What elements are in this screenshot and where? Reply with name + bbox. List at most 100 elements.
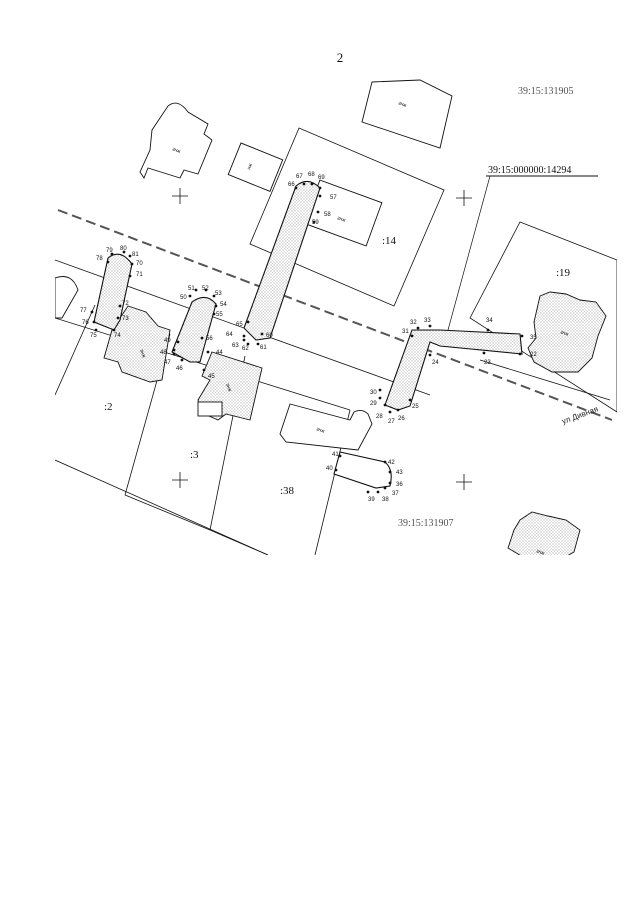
turning-point-label-78: 78 — [96, 256, 103, 262]
turning-point-65 — [246, 320, 250, 324]
turning-point-28 — [383, 403, 387, 407]
turning-point-label-55: 55 — [216, 312, 223, 318]
turning-point-50 — [188, 294, 192, 298]
parcel-3-south — [55, 459, 269, 555]
turning-point-29 — [378, 396, 382, 400]
turning-point-64 — [242, 334, 246, 338]
turning-point-39 — [366, 490, 370, 494]
contour-36-43 — [333, 451, 392, 489]
contour-22-35 — [384, 329, 523, 411]
turning-point-22 — [518, 352, 522, 356]
turning-point-51 — [194, 288, 198, 292]
building-parcel-19 — [527, 291, 607, 373]
turning-point-44 — [206, 350, 210, 354]
parcel-14-boundary — [249, 127, 445, 307]
turning-point-label-44: 44 — [216, 350, 223, 356]
turning-point-41 — [338, 454, 342, 458]
turning-point-66 — [294, 186, 298, 190]
building-label: знж — [171, 146, 182, 155]
turning-point-24 — [428, 353, 432, 357]
turning-point-49 — [176, 340, 180, 344]
turning-point-42 — [383, 460, 387, 464]
turning-point-35 — [520, 334, 524, 338]
turning-point-label-58: 58 — [324, 212, 331, 218]
building-label: знж — [336, 215, 347, 224]
turning-point-label-73: 73 — [122, 316, 129, 322]
turning-point-33 — [428, 324, 432, 328]
turning-point-label-42: 42 — [388, 460, 395, 466]
turning-point-label-49: 49 — [164, 338, 171, 344]
turning-point-23 — [482, 351, 486, 355]
turning-point-label-26: 26 — [398, 416, 405, 422]
turning-point-31 — [410, 334, 414, 338]
turning-point-label-67: 67 — [296, 174, 303, 180]
turning-point-69 — [318, 186, 322, 190]
turning-point-label-40: 40 — [326, 466, 333, 472]
turning-point-label-27: 27 — [388, 419, 395, 425]
turning-point-label-36: 36 — [396, 482, 403, 488]
building-label: знж — [559, 329, 570, 338]
turning-point-label-22: 22 — [530, 352, 537, 358]
turning-point-label-51: 51 — [188, 286, 195, 292]
turning-point-label-29: 29 — [370, 401, 377, 407]
turning-point-label-24: 24 — [432, 360, 439, 366]
turning-point-label-52: 52 — [202, 286, 209, 292]
turning-point-72 — [118, 304, 122, 308]
turning-point-label-23: 23 — [484, 360, 491, 366]
turning-point-label-81: 81 — [132, 252, 139, 258]
turning-point-27 — [388, 410, 392, 414]
turning-point-label-50: 50 — [180, 295, 187, 301]
turning-point-56 — [200, 336, 204, 340]
turning-point-label-33: 33 — [424, 318, 431, 324]
turning-point-48 — [172, 348, 176, 352]
turning-point-53 — [212, 294, 216, 298]
turning-point-62 — [246, 342, 250, 346]
turning-point-30 — [378, 388, 382, 392]
turning-point-60 — [260, 332, 264, 336]
turning-point-label-64: 64 — [226, 332, 233, 338]
building-bottom-right — [507, 511, 581, 555]
building-top-left — [139, 102, 213, 179]
turning-point-label-47: 47 — [164, 360, 171, 366]
turning-point-63 — [242, 338, 246, 342]
building-label-small: нж — [246, 162, 254, 170]
turning-point-76 — [92, 320, 96, 324]
turning-point-label-61: 61 — [260, 345, 267, 351]
turning-point-label-25: 25 — [412, 404, 419, 410]
turning-point-71 — [128, 274, 132, 278]
turning-point-label-66: 66 — [288, 182, 295, 188]
parcel-a-line — [124, 494, 211, 531]
contour-57-69 — [243, 180, 321, 341]
turning-point-label-70: 70 — [136, 261, 143, 267]
turning-point-label-37: 37 — [392, 491, 399, 497]
main-parcel-label: 39:15:000000:14294 — [488, 165, 571, 176]
turning-point-label-77: 77 — [80, 308, 87, 314]
turning-point-61 — [256, 342, 260, 346]
turning-point-label-63: 63 — [232, 343, 239, 349]
turning-point-59 — [312, 220, 316, 224]
turning-point-label-43: 43 — [396, 470, 403, 476]
building-parcel-38 — [279, 403, 373, 451]
turning-point-79 — [110, 252, 114, 256]
turning-point-label-56: 56 — [206, 336, 213, 342]
turning-point-label-39: 39 — [368, 497, 375, 503]
turning-point-43 — [388, 470, 392, 474]
turning-point-label-45: 45 — [208, 374, 215, 380]
contour-44-55 — [171, 296, 217, 363]
turning-point-77 — [90, 310, 94, 314]
contour-71-81 — [93, 253, 133, 331]
parcel-label-38: :38 — [280, 485, 295, 497]
turning-point-32 — [416, 326, 420, 330]
turning-point-67 — [302, 182, 306, 186]
turning-point-80 — [122, 250, 126, 254]
main-parcel-contours — [93, 180, 523, 489]
turning-point-40 — [334, 468, 338, 472]
turning-point-78 — [106, 260, 110, 264]
turning-point-81 — [128, 254, 132, 258]
quarter-label-131905: 39:15:131905 — [518, 86, 574, 97]
turning-point-label-71: 71 — [136, 272, 143, 278]
turning-point-label-46: 46 — [176, 366, 183, 372]
parcel-label-19: :19 — [556, 267, 571, 279]
turning-point-label-60: 60 — [266, 333, 273, 339]
